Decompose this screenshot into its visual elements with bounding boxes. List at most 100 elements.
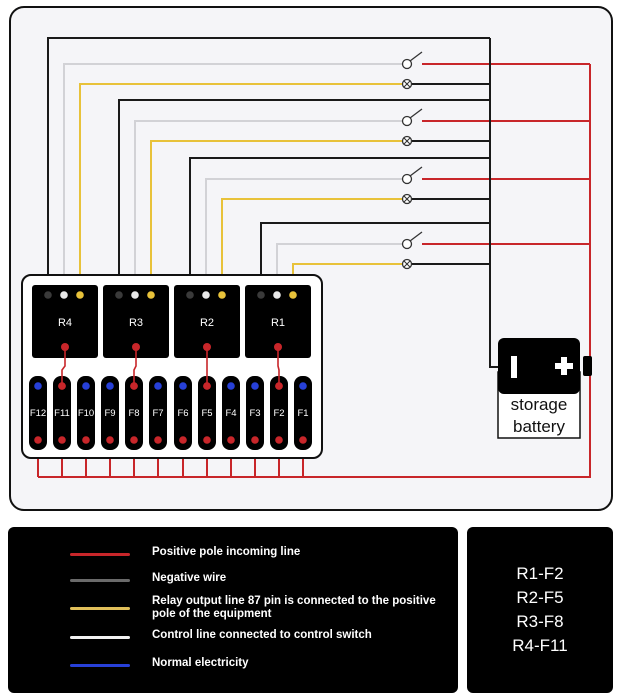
relay-pin-negative [257, 291, 265, 299]
fuse-pin-positive [275, 382, 283, 390]
fuse-body [222, 376, 240, 450]
fuse-pin-bottom [58, 436, 66, 444]
fuse-pin-normal [251, 382, 259, 390]
fuse: F7 [149, 376, 167, 450]
battery-body [498, 338, 580, 394]
fuse-pin-positive [58, 382, 66, 390]
legend-label: Control line connected to control switch [152, 629, 372, 641]
relay-pin-control [60, 291, 68, 299]
legend-item: Relay output line 87 pin is connected to… [70, 595, 436, 620]
fuse-pin-bottom [34, 436, 42, 444]
fuse-label: F11 [54, 408, 70, 419]
legend-item: Positive pole incoming line [70, 546, 300, 558]
fuse-body [198, 376, 216, 450]
fuse: F10 [77, 376, 95, 450]
battery-positive-symbol [555, 357, 573, 375]
legend-swatch-negative [70, 579, 130, 582]
fuse-label: F8 [128, 408, 139, 419]
negative-wire [260, 222, 490, 295]
relay-fuse-wire [133, 347, 137, 386]
relay-pin-control [273, 291, 281, 299]
fuse: F12 [29, 376, 47, 450]
fuse: F9 [101, 376, 119, 450]
fuse-body [294, 376, 312, 450]
legend-swatch-normal [70, 664, 130, 667]
relay-pin-87 [218, 291, 226, 299]
fuse-pin-bottom [106, 436, 114, 444]
switch-lever [409, 166, 423, 177]
negative-wire [118, 99, 490, 295]
fuse-body [125, 376, 143, 450]
fuse: F1 [294, 376, 312, 450]
battery-terminal [583, 356, 592, 376]
relay-label: R3 [129, 317, 143, 329]
fuse-label: F7 [152, 408, 163, 419]
legend-item: Control line connected to control switch [70, 629, 372, 641]
fuse-body [77, 376, 95, 450]
control-wire [63, 63, 402, 295]
switch-icon [401, 115, 413, 127]
fuse-label: F9 [104, 408, 115, 419]
fuse-label: F1 [297, 408, 308, 419]
fuse-label: F6 [177, 408, 188, 419]
fuse-pin-bottom [299, 436, 307, 444]
switch-lever [409, 231, 423, 242]
relay-fuse-wire [277, 347, 280, 386]
fuse-pin-bottom [275, 436, 283, 444]
fuse-pin-bottom [251, 436, 259, 444]
fuse-label: F10 [78, 408, 94, 419]
relay-label: R1 [271, 317, 285, 329]
lamp-cross [403, 260, 411, 268]
relay-body [174, 285, 240, 358]
fuse-pin-bottom [227, 436, 235, 444]
fuse-pin-bottom [154, 436, 162, 444]
relay-pin-87 [76, 291, 84, 299]
fuse-pin-bottom [203, 436, 211, 444]
fuse: F3 [246, 376, 264, 450]
fuse-label: F12 [30, 408, 46, 419]
lamp-cross [403, 137, 411, 145]
legend-swatch-positive [70, 553, 130, 556]
negative-wire [47, 37, 490, 295]
fuse-label: F3 [249, 408, 260, 419]
control-wire [134, 120, 402, 295]
battery-negative-symbol [511, 356, 517, 378]
mapping-item: R1-F2 [516, 564, 564, 583]
fuse-body [270, 376, 288, 450]
legend-item: Normal electricity [70, 657, 249, 669]
switch-icon [401, 173, 413, 185]
relay-fuse-wire [61, 347, 66, 386]
negative-bus-wire [489, 38, 498, 368]
legend-label: Relay output line 87 pin is connected to… [152, 595, 436, 620]
output-87-wire [150, 140, 402, 295]
legend-label: Positive pole incoming line [152, 546, 301, 558]
fuse-pin-normal [227, 382, 235, 390]
legend-swatch-control [70, 636, 130, 639]
mapping-item: R3-F8 [516, 612, 564, 631]
relay-pin-87 [147, 291, 155, 299]
fuse-pin-normal [82, 382, 90, 390]
fuse-pin-positive [203, 382, 211, 390]
switch-lever [409, 108, 423, 119]
mapping-item: R2-F5 [516, 588, 564, 607]
legend-label: Normal electricity [152, 657, 249, 669]
fuse-label: F2 [273, 408, 284, 419]
relay: R3 [103, 285, 169, 358]
fuse-pin-bottom [130, 436, 138, 444]
relay-label: R2 [200, 317, 214, 329]
legend-item: Negative wire [70, 572, 226, 584]
fuse-body [101, 376, 119, 450]
mapping-item: R4-F11 [512, 636, 568, 655]
legend-swatch-output87 [70, 607, 130, 610]
fuse-body [174, 376, 192, 450]
battery-label-line1: storage [511, 395, 568, 414]
fuse-pin-positive [130, 382, 138, 390]
relay: R1 [245, 285, 311, 358]
fuse: F4 [222, 376, 240, 450]
relay-fuse-mapping: R1-F2 R2-F5 R3-F8 R4-F11 [467, 527, 613, 693]
fuse-label: F4 [225, 408, 236, 419]
relay-pin-negative [186, 291, 194, 299]
fuse-pin-bottom [82, 436, 90, 444]
fuse-pin-normal [299, 382, 307, 390]
